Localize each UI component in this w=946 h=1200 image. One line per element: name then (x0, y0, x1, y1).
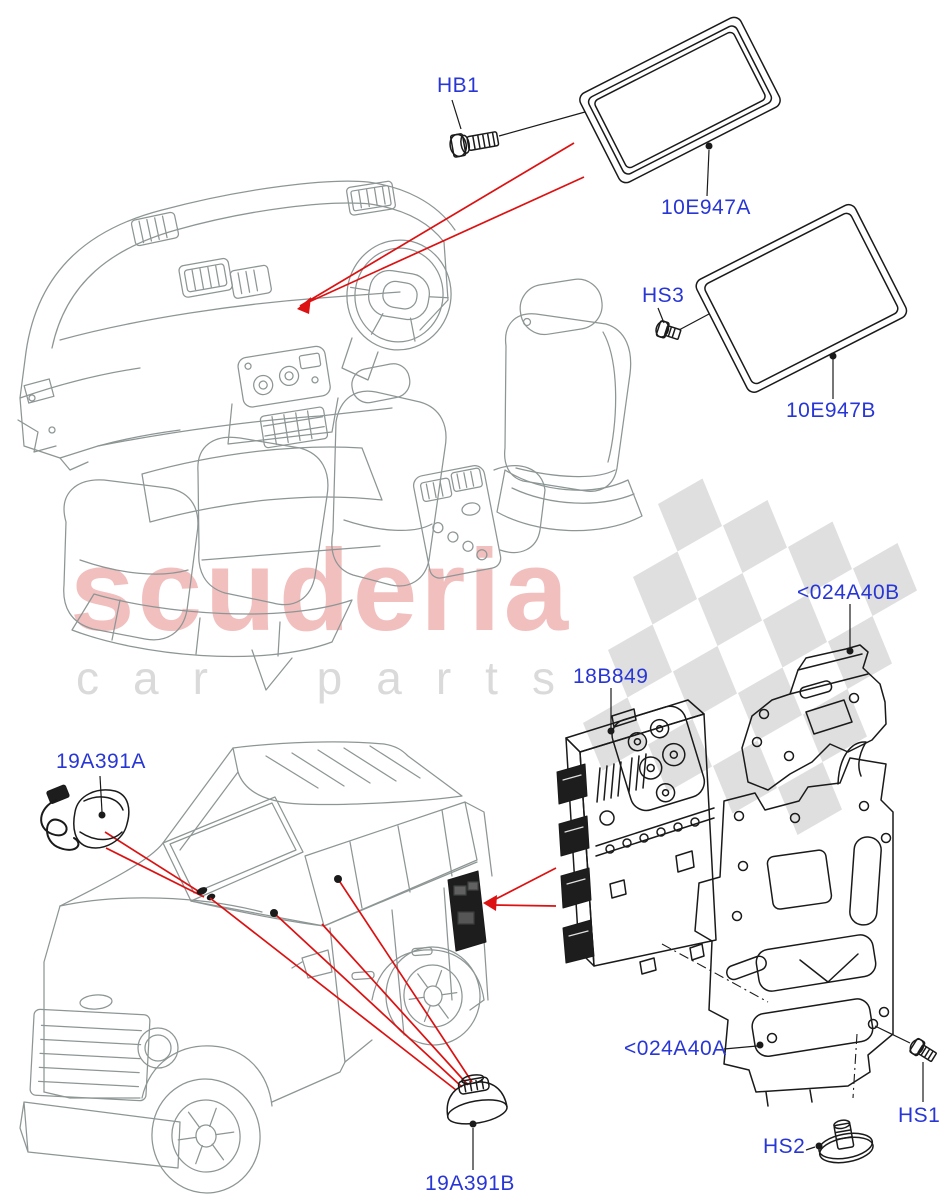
screen-10E947B (695, 203, 908, 393)
watermark-sub-text: car parts (76, 652, 589, 704)
part-label-hs1[interactable]: HS1 (898, 1104, 941, 1127)
part-label-10e947a[interactable]: 10E947A (661, 196, 751, 219)
part-label-10e947b[interactable]: 10E947B (786, 399, 876, 422)
part-label-18b849[interactable]: 18B849 (573, 665, 649, 688)
watermark-brand-text: scuderia (70, 525, 571, 655)
antenna-19A391A (40, 784, 130, 851)
part-label-19a391b[interactable]: 19A391B (425, 1172, 515, 1195)
checkered-flag-icon (583, 478, 917, 835)
part-label-19a391a[interactable]: 19A391A (56, 750, 146, 773)
red-locator-lines (104, 142, 585, 1091)
part-label-hb1[interactable]: HB1 (437, 74, 480, 97)
vehicle-illustration (19, 741, 493, 1194)
part-label-024a40b[interactable]: <024A40B (797, 581, 900, 604)
bracket-024A40A (694, 741, 894, 1107)
module-18B849 (556, 699, 717, 975)
bolt-HB1-icon (449, 131, 500, 158)
leader-lines (98, 99, 924, 1170)
part-label-024a40a[interactable]: <024A40A (624, 1037, 727, 1060)
part-label-hs2[interactable]: HS2 (763, 1135, 806, 1158)
bolt-HS3-icon (655, 320, 682, 340)
dashboard-illustration (17, 180, 456, 561)
antenna-19A391B (446, 1074, 508, 1125)
part-label-hs3[interactable]: HS3 (642, 284, 685, 307)
screw-HS2-icon (818, 1119, 874, 1164)
seats-illustration (63, 278, 643, 691)
screen-10E947A (579, 16, 781, 184)
bracket-024A40B (741, 644, 887, 791)
bolt-HS1-icon (909, 1037, 937, 1063)
